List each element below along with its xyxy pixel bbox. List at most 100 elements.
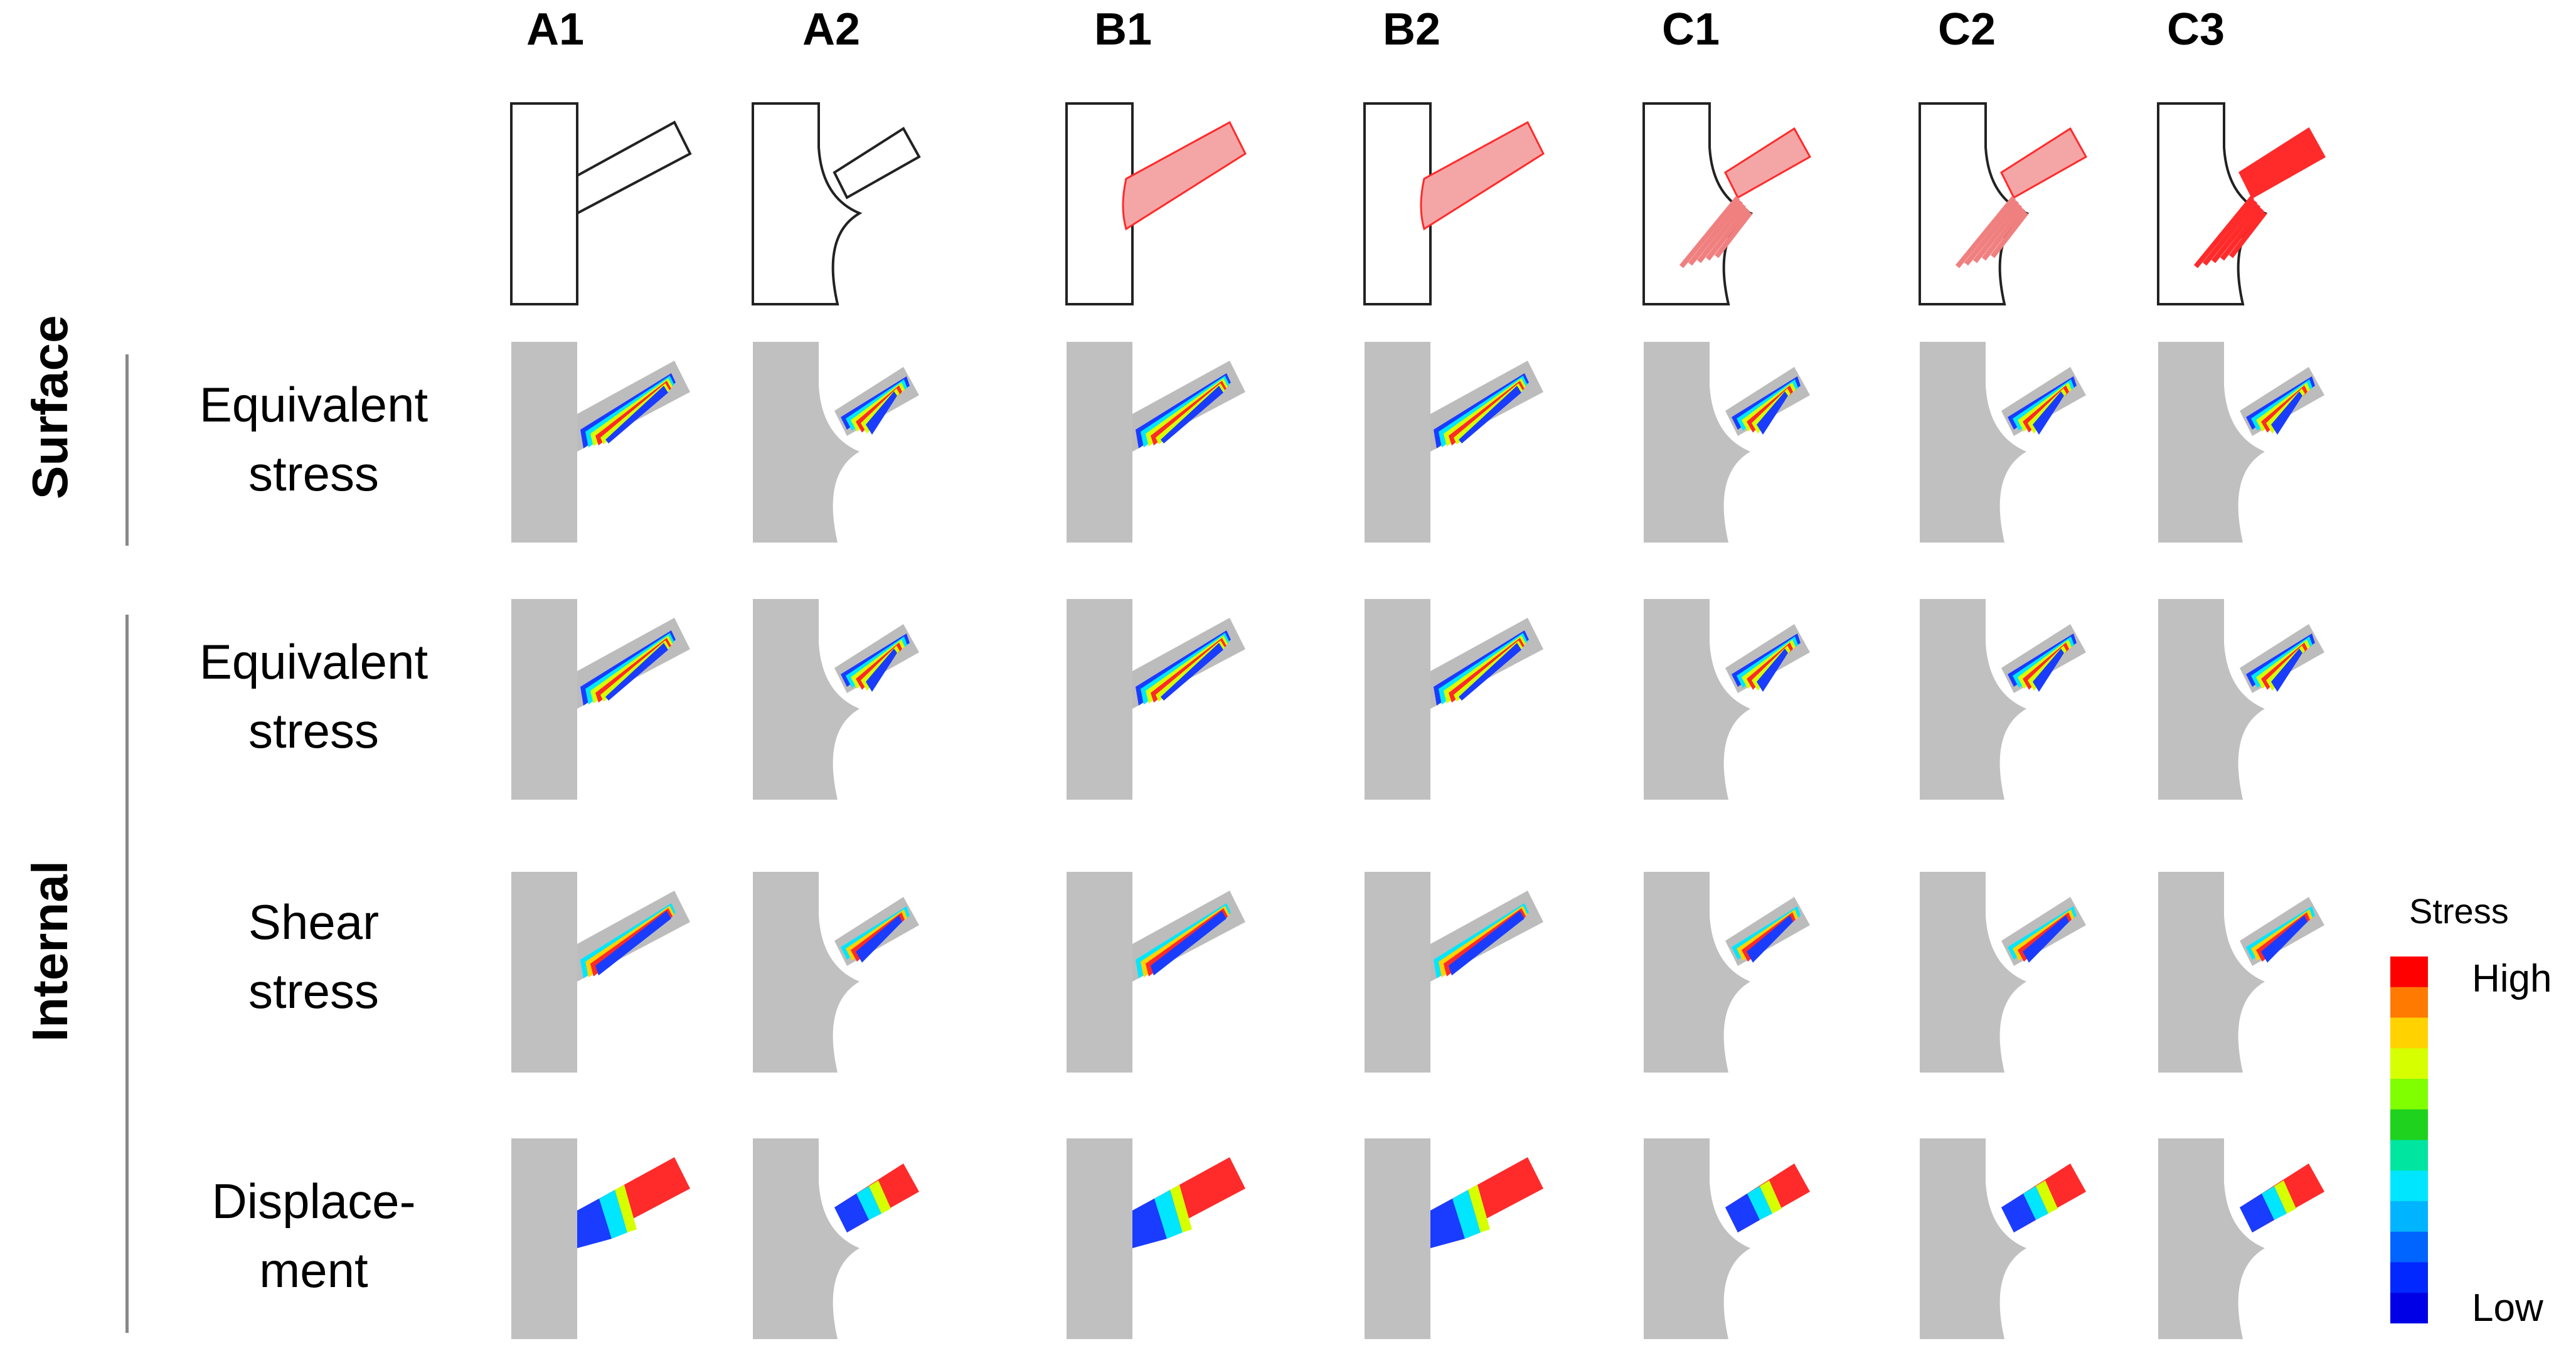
fiber-strand bbox=[2220, 207, 2264, 261]
cell-outline-a1 bbox=[510, 102, 692, 305]
legend-swatch bbox=[2390, 1201, 2428, 1232]
cell-internal-displacement-b2 bbox=[1365, 1138, 1543, 1339]
fiber-strand bbox=[2193, 196, 2255, 268]
specimen-body bbox=[1920, 599, 2026, 800]
cell-internal-shear-b1 bbox=[1067, 872, 1245, 1073]
specimen-outline bbox=[752, 102, 863, 305]
legend-swatch bbox=[2390, 1017, 2428, 1049]
specimen-body bbox=[511, 342, 577, 543]
stress-contour-band bbox=[2261, 915, 2307, 963]
insert-pink bbox=[2238, 127, 2326, 199]
cell-surface-equivalent-b1 bbox=[1067, 342, 1245, 543]
fiber-strand bbox=[2228, 211, 2267, 258]
legend-swatch bbox=[2390, 1262, 2428, 1294]
stress-contour-band bbox=[2033, 649, 2064, 692]
cell-surface-equivalent-c3 bbox=[2158, 342, 2324, 543]
legend-high-label: High bbox=[2472, 957, 2552, 1000]
legend-colorbar bbox=[2390, 957, 2428, 1323]
displacement-band-mid bbox=[2262, 1186, 2287, 1220]
fiber-strand bbox=[1964, 199, 2020, 266]
row-label-line: stress bbox=[248, 963, 380, 1019]
cell-surface-equivalent-c1 bbox=[1644, 342, 1810, 543]
col-header-a1: A1 bbox=[526, 4, 585, 55]
specimen-body bbox=[2158, 599, 2265, 800]
specimen-body bbox=[1365, 872, 1430, 1073]
insert-outline bbox=[576, 120, 692, 216]
displacement-band-mid bbox=[1170, 1185, 1192, 1232]
stress-contour-band bbox=[1151, 911, 1227, 976]
cell-outline-b1 bbox=[1065, 102, 1247, 305]
specimen-body bbox=[1365, 342, 1430, 543]
displacement-band-mid bbox=[1452, 1190, 1481, 1239]
col-header-c2: C2 bbox=[1937, 4, 1996, 55]
cell-internal-equivalent-c1 bbox=[1644, 599, 1810, 800]
surface-bracket bbox=[125, 354, 129, 546]
specimen-body bbox=[1067, 872, 1132, 1073]
stress-contour-band bbox=[1161, 643, 1223, 701]
row-label-internal-shear: Shear stress bbox=[163, 888, 464, 1025]
cell-surface-equivalent-c2 bbox=[1920, 342, 2086, 543]
stress-contour-band bbox=[2023, 915, 2069, 963]
fiber-strand bbox=[1955, 196, 2016, 268]
insert-pink bbox=[1122, 120, 1247, 231]
col-header-b2: B2 bbox=[1382, 4, 1441, 55]
row-label-line: Displace- bbox=[211, 1174, 416, 1229]
cell-internal-displacement-c2 bbox=[1920, 1138, 2086, 1339]
row-label-line: stress bbox=[248, 703, 380, 758]
stress-contour-band bbox=[2033, 391, 2064, 435]
stress-contour-band bbox=[1459, 386, 1521, 443]
legend-swatch bbox=[2390, 957, 2428, 988]
stress-contour-band bbox=[2271, 391, 2302, 435]
cell-internal-shear-a2 bbox=[753, 872, 919, 1073]
specimen-body bbox=[753, 342, 860, 543]
insert-pink bbox=[2000, 127, 2088, 199]
cell-internal-shear-c3 bbox=[2158, 872, 2324, 1073]
stress-contour-band bbox=[605, 643, 668, 701]
stress-contour-band bbox=[856, 915, 902, 963]
specimen-body bbox=[1365, 1138, 1430, 1339]
specimen-body bbox=[753, 1138, 860, 1339]
specimen-body bbox=[1644, 1138, 1750, 1339]
cell-internal-shear-b2 bbox=[1365, 872, 1543, 1073]
fiber-strand bbox=[1714, 211, 1753, 258]
legend-swatch bbox=[2390, 1293, 2428, 1323]
fiber-strand bbox=[1679, 196, 1740, 268]
cell-outline-a2 bbox=[752, 102, 921, 305]
fiber-strand bbox=[1981, 207, 2026, 261]
specimen-body bbox=[1067, 342, 1132, 543]
displacement-band-mid bbox=[1747, 1186, 1772, 1220]
specimen-body bbox=[1920, 1138, 2026, 1339]
displacement-band-mid bbox=[1154, 1190, 1183, 1239]
specimen-body bbox=[753, 599, 860, 800]
cell-internal-shear-c1 bbox=[1644, 872, 1810, 1073]
displacement-band-low bbox=[1725, 1194, 1760, 1232]
row-label-line: ment bbox=[259, 1243, 368, 1298]
fiber-strand bbox=[1705, 207, 1750, 261]
stress-contour-band bbox=[866, 391, 897, 435]
cell-internal-displacement-c3 bbox=[2158, 1138, 2324, 1339]
specimen-body bbox=[753, 872, 860, 1073]
cell-internal-equivalent-b1 bbox=[1067, 599, 1245, 800]
displacement-band-mid bbox=[2023, 1186, 2048, 1220]
row-label-internal-displacement: Displace- ment bbox=[163, 1167, 464, 1305]
stress-contour-band bbox=[2271, 649, 2302, 692]
displacement-band-mid bbox=[2274, 1180, 2296, 1214]
cell-surface-equivalent-a2 bbox=[753, 342, 919, 543]
internal-bracket bbox=[125, 615, 129, 1333]
cell-internal-equivalent-a2 bbox=[753, 599, 919, 800]
legend-swatch bbox=[2390, 1140, 2428, 1172]
fiber-strand bbox=[2211, 203, 2261, 263]
specimen-body bbox=[2158, 1138, 2265, 1339]
cell-outline-c3 bbox=[2157, 102, 2326, 305]
row-label-internal-equivalent: Equivalent stress bbox=[163, 627, 464, 765]
specimen-outline bbox=[510, 102, 578, 305]
cell-internal-equivalent-a1 bbox=[511, 599, 690, 800]
specimen-body bbox=[1365, 599, 1430, 800]
fiber-strand bbox=[2202, 199, 2258, 266]
stress-contour-band bbox=[1757, 391, 1788, 435]
row-label-line: stress bbox=[248, 446, 380, 501]
insert-pink bbox=[1420, 120, 1545, 231]
row-label-line: Shear bbox=[248, 894, 380, 950]
displacement-band-mid bbox=[615, 1185, 637, 1232]
legend-swatch bbox=[2390, 1170, 2428, 1202]
